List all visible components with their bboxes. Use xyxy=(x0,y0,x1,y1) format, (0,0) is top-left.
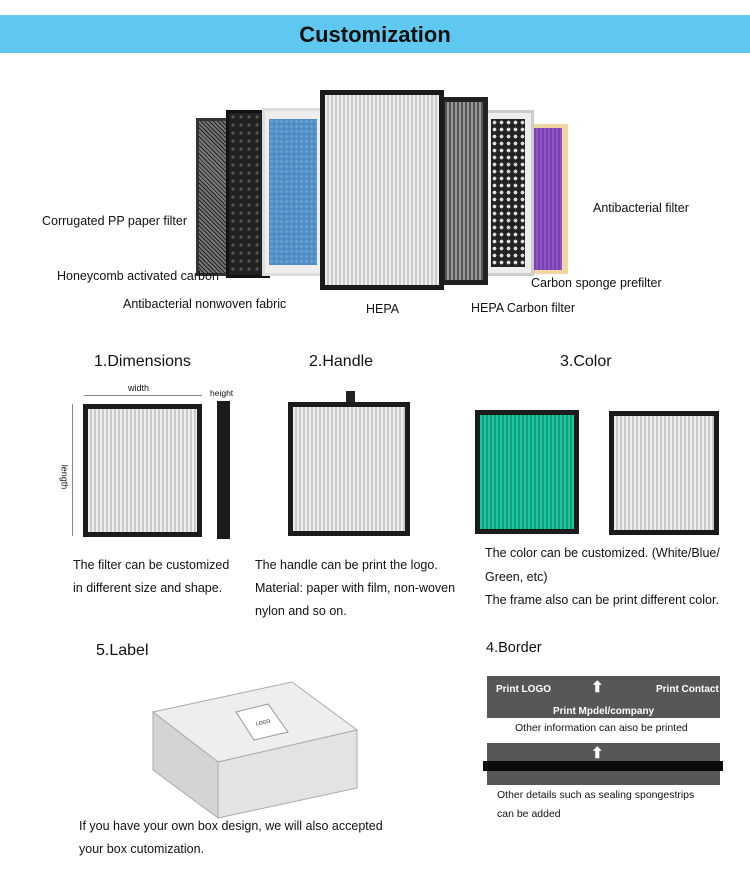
dimensions-text-line1: The filter can be customized xyxy=(73,558,230,572)
handle-text-line1: The handle can be print the logo. xyxy=(255,558,438,572)
label-hepa: HEPA xyxy=(366,302,400,316)
arrow-up-icon: ⬆ xyxy=(591,679,604,696)
label-title: 5.Label xyxy=(96,642,149,659)
label-text-line2: your box cutomization. xyxy=(79,842,205,856)
box-image xyxy=(151,681,359,819)
page-title: Customization xyxy=(299,22,451,47)
label-sponge: Carbon sponge prefilter xyxy=(531,276,662,290)
label-antibacterial: Antibacterial filter xyxy=(593,201,689,215)
other-details-line1: Other details such as sealing spongestri… xyxy=(497,789,695,801)
handle-title: 2.Handle xyxy=(309,353,374,370)
hepa-carbon-filter-image-back xyxy=(482,110,534,276)
width-dimension-line xyxy=(84,395,202,396)
handle-text-line2: Material: paper with film, non-woven xyxy=(255,581,456,595)
height-label: height xyxy=(210,388,234,398)
dimensions-text-line2: in different size and shape. xyxy=(73,581,223,595)
color-text-line3: The frame also can be print different co… xyxy=(485,593,719,607)
white-filter-image xyxy=(609,411,719,535)
label-honeycomb: Honeycomb activated carbon xyxy=(57,269,219,283)
other-info-text: Other information can aiso be printed xyxy=(515,722,688,734)
print-logo-text: Print LOGO xyxy=(496,684,551,695)
label-hepa-carbon: HEPA Carbon filter xyxy=(471,301,575,315)
dimensions-filter-side-image xyxy=(217,401,230,539)
color-title: 3.Color xyxy=(560,353,612,370)
arrow-up-icon: ⬆ xyxy=(591,745,604,762)
label-corrugated: Corrugated PP paper filter xyxy=(42,214,187,228)
length-dimension-line xyxy=(72,404,73,536)
handle-text-line3: nylon and so on. xyxy=(255,604,347,618)
title-banner: Customization xyxy=(0,15,750,53)
sealing-strip xyxy=(483,761,723,771)
color-text-line1: The color can be customized. (White/Blue… xyxy=(485,546,720,560)
label-nonwoven: Antibacterial nonwoven fabric xyxy=(123,297,287,311)
dimensions-filter-image xyxy=(83,404,202,537)
length-label: length xyxy=(59,464,70,490)
label-text-line1: If you have your own box design, we will… xyxy=(79,819,383,833)
width-label: width xyxy=(128,383,150,393)
color-text-line2: Green, etc) xyxy=(485,570,548,584)
handle-filter-image xyxy=(288,402,410,536)
green-filter-image xyxy=(475,410,579,534)
hepa-carbon-filter-image xyxy=(440,97,488,285)
print-model-text: Print Mpdel/company xyxy=(553,706,655,717)
print-contact-text: Print Contact xyxy=(656,684,719,695)
handle-tab xyxy=(346,391,355,405)
border-top-bar: Print LOGO ⬆ Print Contact Print Mpdel/c… xyxy=(487,676,720,718)
sponge-filter-image xyxy=(528,124,568,274)
other-details-line2: can be added xyxy=(497,808,561,820)
nonwoven-filter-image xyxy=(262,108,324,276)
border-title: 4.Border xyxy=(486,640,542,656)
hepa-filter-image xyxy=(320,90,444,290)
dimensions-title: 1.Dimensions xyxy=(94,353,191,370)
